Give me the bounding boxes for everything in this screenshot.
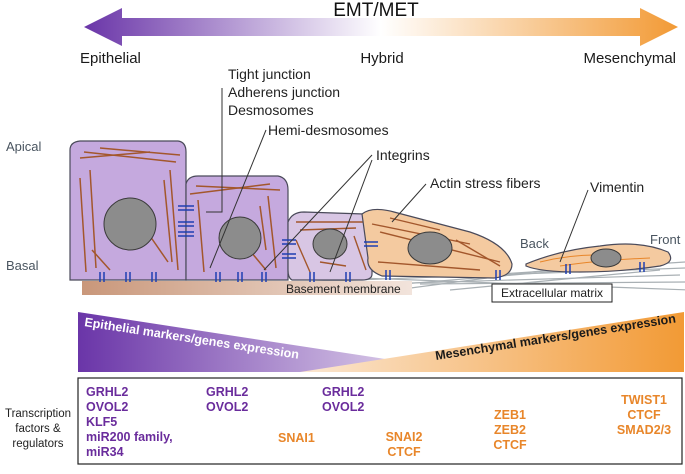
tf-column-4: ZEB1 ZEB2 CTCF [493, 408, 527, 452]
side-line-1: Transcription [5, 408, 71, 420]
tf-item: ZEB1 [494, 408, 526, 422]
tf-item: GRHL2 [322, 385, 364, 399]
epithelial-label: Epithelial [80, 50, 141, 67]
epithelial-cell-1 [69, 140, 187, 281]
tight-junction-label: Tight junction [228, 66, 311, 82]
tf-item: OVOL2 [322, 400, 364, 414]
tf-column-1: GRHL2 OVOL2 KLF5 miR200 family, miR34 [86, 385, 173, 459]
basal-label: Basal [6, 258, 39, 273]
callout-lines [206, 88, 589, 273]
tf-item: ZEB2 [494, 423, 526, 437]
arrow-title: EMT/MET [333, 0, 419, 21]
transcription-side-label: Transcription factors & regulators [5, 408, 71, 450]
side-line-3: regulators [12, 438, 63, 450]
actin-stress-fibers-label: Actin stress fibers [430, 175, 540, 191]
tf-item: CTCF [387, 445, 421, 459]
hemi-desmosomes-label: Hemi-desmosomes [268, 122, 389, 138]
adherens-junction-label: Adherens junction [228, 84, 340, 100]
tf-item: SNAI2 [386, 430, 423, 444]
ecm-box [491, 283, 613, 303]
tf-item: OVOL2 [86, 400, 128, 414]
back-label: Back [520, 236, 549, 251]
integrins-label: Integrins [376, 147, 430, 163]
basement-membrane-label: Basement membrane [286, 282, 401, 296]
mesenchymal-label: Mesenchymal [583, 50, 676, 67]
junction-icons [99, 205, 645, 282]
tf-item: miR200 family, [86, 430, 173, 444]
tf-item: CTCF [627, 408, 661, 422]
tf-item: miR34 [86, 445, 124, 459]
tf-item: OVOL2 [206, 400, 248, 414]
basement-membrane [82, 281, 412, 295]
tf-item: KLF5 [86, 415, 117, 429]
side-line-2: factors & [15, 423, 61, 435]
hybrid-cell [287, 211, 373, 281]
mesenchymal-marker-wedge [300, 312, 684, 372]
tf-item: TWIST1 [621, 393, 667, 407]
mesenchymal-cell-1 [361, 208, 513, 279]
vimentin-label: Vimentin [590, 179, 644, 195]
tf-item: GRHL2 [86, 385, 128, 399]
desmosomes-label: Desmosomes [228, 102, 314, 118]
emt-met-arrow [84, 8, 678, 46]
tf-column-2: GRHL2 OVOL2 SNAI1 [206, 385, 315, 445]
ecm-label: Extracellular matrix [501, 286, 603, 300]
tf-column-3: GRHL2 OVOL2 SNAI2 CTCF [322, 385, 422, 459]
transcription-box [77, 377, 683, 465]
tf-item: SMAD2/3 [617, 423, 671, 437]
epithelial-marker-wedge [78, 312, 470, 372]
tf-column-5: TWIST1 CTCF SMAD2/3 [617, 393, 671, 437]
mesenchymal-cell-2 [525, 243, 672, 273]
hybrid-label: Hybrid [360, 50, 403, 67]
tf-item: GRHL2 [206, 385, 248, 399]
apical-label: Apical [6, 139, 42, 154]
front-label: Front [650, 232, 681, 247]
tf-item: SNAI1 [278, 431, 315, 445]
epithelial-cell-2 [185, 175, 289, 281]
tf-item: CTCF [493, 438, 527, 452]
